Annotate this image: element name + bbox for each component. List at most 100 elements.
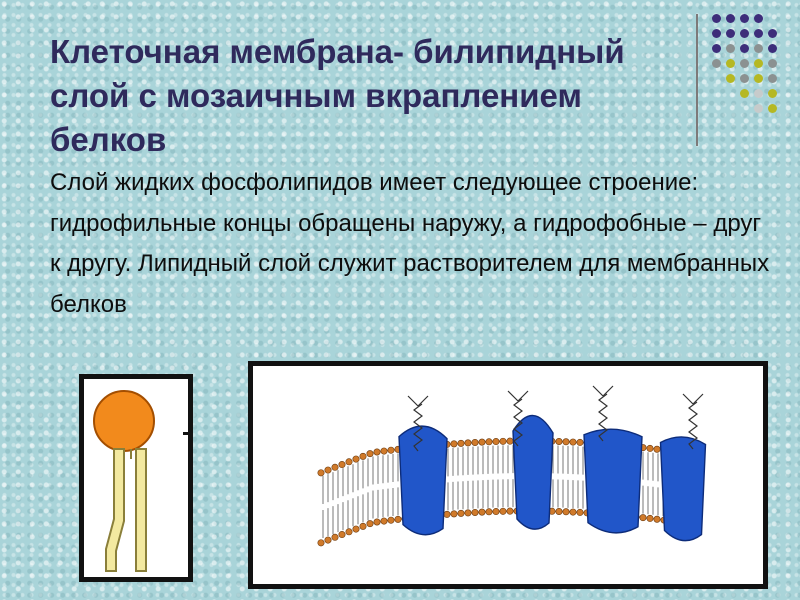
decor-dot (740, 74, 749, 83)
lipid-head (338, 461, 346, 469)
lipid-head (646, 514, 654, 522)
decor-dot (754, 104, 763, 113)
hydrophobic-tail-right (135, 448, 147, 572)
lipid-head (373, 448, 381, 456)
lipid-head (499, 437, 507, 445)
lipid-head (653, 445, 661, 453)
lipid-head (506, 437, 514, 445)
decor-dot (712, 44, 721, 53)
decor-dot (726, 14, 735, 23)
protein-right (583, 428, 643, 534)
glycoprotein-branch (682, 393, 704, 405)
decor-dot (768, 44, 777, 53)
hydrophilic-head (93, 390, 155, 452)
decor-dot (740, 44, 749, 53)
lipid-head (492, 508, 500, 516)
decor-dot (712, 14, 721, 23)
lipid-head (345, 528, 353, 536)
lipid-head (457, 439, 465, 447)
glycoprotein-chain (513, 398, 523, 447)
lipid-head (359, 452, 367, 460)
decor-dot (712, 59, 721, 68)
membrane-figure (248, 361, 768, 589)
phospholipid-figure (79, 374, 193, 582)
protein-left (398, 425, 448, 536)
lipid-head (506, 507, 514, 515)
lipid-head (485, 438, 493, 446)
lipid-head (394, 515, 402, 523)
decor-dot (726, 44, 735, 53)
lipid-head (499, 507, 507, 515)
lipid-head (576, 438, 584, 446)
lipid-head (338, 531, 346, 539)
glycoprotein-branch (407, 395, 429, 407)
lipid-head (345, 458, 353, 466)
divider-line (696, 14, 698, 146)
lipid-head (387, 516, 395, 524)
lipid-head (324, 536, 332, 544)
tick-mark (183, 432, 189, 435)
lipid-head (352, 455, 360, 463)
decorative-dot-grid (712, 14, 792, 124)
lipid-head (492, 438, 500, 446)
decor-dot (740, 14, 749, 23)
lipid-head (359, 522, 367, 530)
lipid-head (352, 525, 360, 533)
lipid-head (471, 508, 479, 516)
decor-dot (768, 89, 777, 98)
lipid-head (576, 508, 584, 516)
protein-center (512, 414, 554, 530)
lipid-head (450, 440, 458, 448)
lipid-head (387, 446, 395, 454)
lipid-head (317, 539, 325, 547)
decor-dot (740, 29, 749, 38)
decor-dot (768, 29, 777, 38)
lipid-head (478, 508, 486, 516)
lipid-head (457, 509, 465, 517)
glycoprotein-branch (592, 385, 614, 397)
lipid-head (331, 463, 339, 471)
lipid-head (450, 510, 458, 518)
lipid-head (380, 447, 388, 455)
decor-dot (740, 89, 749, 98)
decor-dot (754, 44, 763, 53)
lipid-head (639, 514, 647, 522)
lipid-head (317, 469, 325, 477)
lipid-head (555, 508, 563, 516)
glycoprotein-branch (507, 390, 529, 402)
decor-dot (754, 74, 763, 83)
lipid-head (569, 508, 577, 516)
decor-dot (754, 59, 763, 68)
glycoprotein-chain (688, 401, 698, 450)
lipid-head (366, 450, 374, 458)
protein-far-right (659, 436, 707, 542)
decor-dot (768, 104, 777, 113)
decor-dot (754, 14, 763, 23)
decor-dot (740, 59, 749, 68)
lipid-head (443, 510, 451, 518)
lipid-head (366, 520, 374, 528)
lipid-head (331, 533, 339, 541)
decor-dot (726, 59, 735, 68)
decor-dot (768, 74, 777, 83)
lipid-head (380, 517, 388, 525)
decor-dot (726, 29, 735, 38)
glycoprotein-chain (598, 393, 608, 442)
lipid-head (555, 438, 563, 446)
glycoprotein-chain (413, 403, 423, 452)
lipid-head (485, 508, 493, 516)
lipid-head (471, 438, 479, 446)
slide-title: Клеточная мембрана- билипидный слой с мо… (50, 33, 625, 158)
slide-body-text: Слой жидких фосфолипидов имеет следующее… (50, 169, 770, 318)
lipid-head (373, 518, 381, 526)
decor-dot (754, 89, 763, 98)
lipid-head (464, 439, 472, 447)
lipid-head (646, 444, 654, 452)
lipid-head (478, 438, 486, 446)
decor-dot (726, 74, 735, 83)
lipid-head (562, 438, 570, 446)
hydrophobic-tail-left (105, 448, 125, 572)
decor-dot (768, 59, 777, 68)
lipid-head (464, 509, 472, 517)
lipid-head (653, 515, 661, 523)
